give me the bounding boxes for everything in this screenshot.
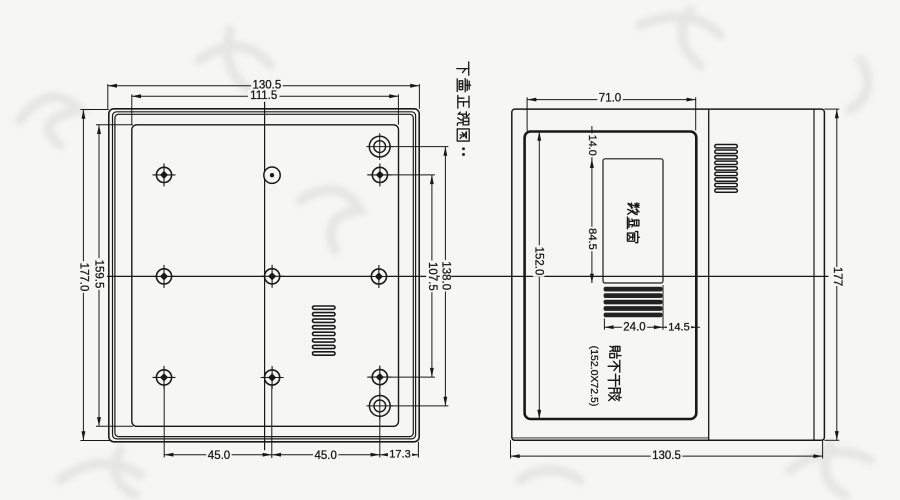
svg-text:107.5: 107.5 — [426, 262, 438, 291]
svg-text:24.0: 24.0 — [623, 322, 645, 334]
svg-text:130.5: 130.5 — [652, 450, 681, 462]
svg-text:177: 177 — [831, 267, 843, 286]
svg-text:111.5: 111.5 — [250, 90, 277, 102]
svg-text:17.3: 17.3 — [389, 449, 410, 461]
svg-text:84.5: 84.5 — [586, 228, 598, 250]
svg-text:45.0: 45.0 — [208, 450, 230, 462]
svg-text:45.0: 45.0 — [315, 450, 337, 462]
svg-text:177.0: 177.0 — [78, 263, 90, 292]
svg-text:14.0: 14.0 — [586, 135, 598, 156]
svg-text:14.5: 14.5 — [668, 322, 689, 334]
svg-text:152.0: 152.0 — [533, 247, 545, 276]
svg-text:71.0: 71.0 — [599, 93, 621, 105]
svg-text:(152.0X72.5): (152.0X72.5) — [588, 346, 600, 407]
svg-text:138.0: 138.0 — [439, 261, 451, 290]
svg-text:159.5: 159.5 — [93, 260, 105, 289]
svg-text:130.5: 130.5 — [253, 79, 282, 91]
